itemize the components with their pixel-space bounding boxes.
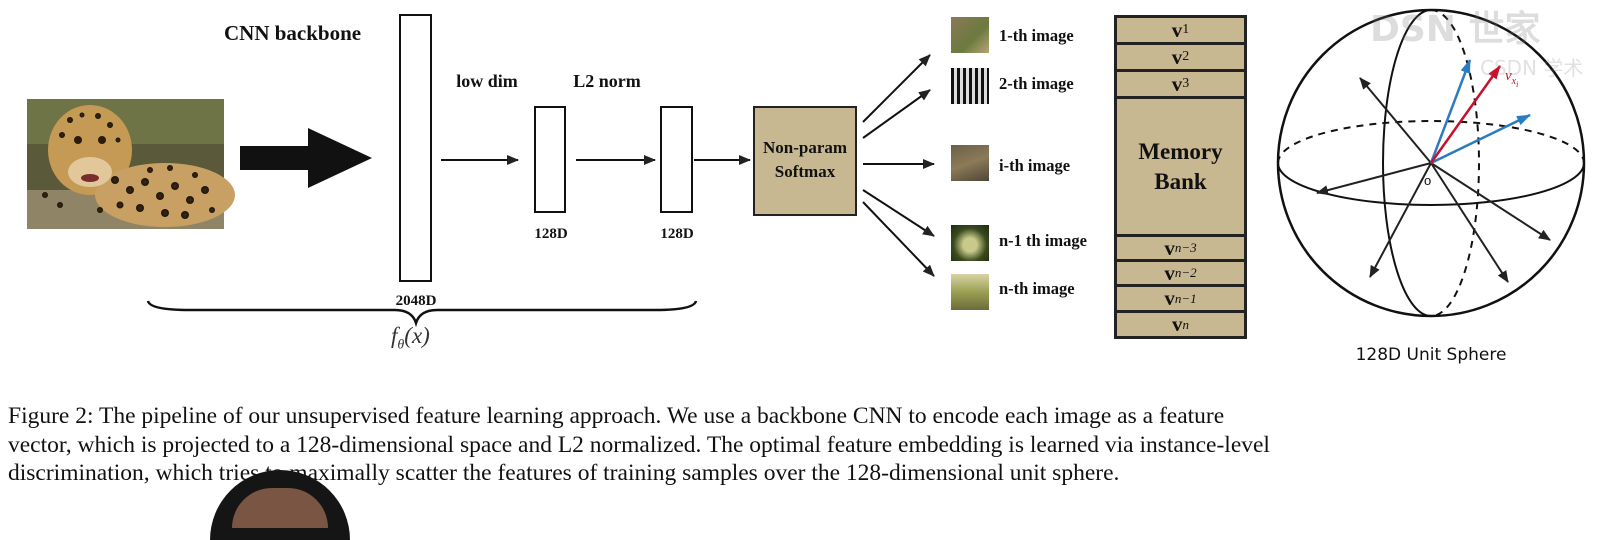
memory-bank-title: Memory Bank — [1115, 97, 1246, 236]
figure-caption: Figure 2: The pipeline of our unsupervis… — [8, 402, 1608, 488]
image-label-1: 1-th image — [999, 26, 1074, 45]
f-theta-label: fθ(x) — [391, 323, 430, 353]
thumbnail-1 — [951, 17, 989, 53]
dim-128d-label-b: 128D — [660, 226, 694, 242]
image-label-2: 2-th image — [999, 74, 1074, 93]
caption-line-1: Figure 2: The pipeline of our unsupervis… — [8, 403, 1225, 429]
l2-norm-label: L2 norm — [573, 71, 641, 91]
f-theta-brace — [146, 300, 698, 328]
dim-128d-label-a: 128D — [534, 226, 568, 242]
watermark-subtext: CSDN 学术 — [1480, 56, 1584, 80]
softmax-output-arrows — [862, 54, 935, 277]
thumbnail-n-1 — [951, 225, 989, 261]
leopard-input-image — [27, 99, 235, 229]
image-label-n-1: n-1 th image — [999, 231, 1087, 250]
image-label-n: n-th image — [999, 279, 1075, 298]
non-param-softmax-box — [753, 106, 857, 216]
watermark-logo: DSN 世家 — [1370, 9, 1541, 50]
pipeline-diagram: CNN backbone 2048D low dim 128D L2 norm … — [27, 8, 1586, 365]
cnn-backbone-label: CNN backbone — [224, 21, 361, 45]
thumbnail-n — [951, 274, 989, 310]
caption-line-2: vector, which is projected to a 128-dime… — [8, 431, 1270, 458]
softmax-label-line2: Softmax — [775, 162, 836, 181]
big-forward-arrow — [240, 128, 372, 188]
caption-line-3: discrimination, which tries to maximally… — [8, 460, 1120, 486]
sphere-origin-label: o — [1424, 173, 1431, 188]
memory-bank-title-line2: Bank — [1154, 168, 1207, 194]
low-dim-label: low dim — [456, 71, 518, 91]
sphere-label: 128D Unit Sphere — [1356, 345, 1507, 365]
thumbnail-i — [951, 145, 989, 181]
normalized-128d-box — [660, 106, 693, 213]
thumbnail-2 — [951, 68, 989, 104]
feature-128d-box — [534, 106, 566, 213]
softmax-label-line1: Non-param — [763, 138, 847, 157]
memory-bank-title-line1: Memory — [1138, 138, 1223, 164]
image-label-i: i-th image — [999, 156, 1071, 175]
dim-2048d-label: 2048D — [396, 293, 437, 309]
feature-2048d-box — [399, 14, 432, 282]
unit-sphere — [1276, 8, 1586, 318]
